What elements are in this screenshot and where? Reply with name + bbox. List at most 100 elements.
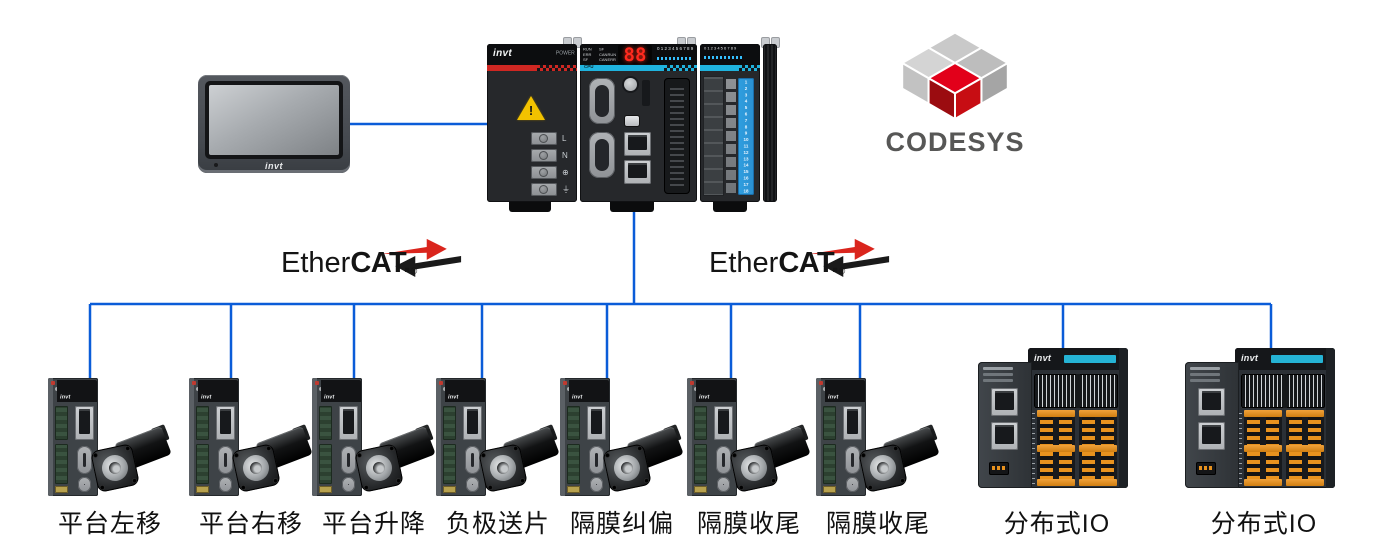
io-brand-logo: invt — [1241, 353, 1259, 363]
cpu-module-header: RUN ERR SF SF CANRUN CANERR 88 0 1 2 3 4… — [580, 44, 697, 65]
cpu-status-labels-right: SF CANRUN CANERR — [599, 47, 617, 63]
io-ethercat-port-in — [991, 388, 1018, 416]
io-coupler — [1185, 362, 1239, 488]
drive-terminal-block — [567, 406, 580, 440]
drive-edge — [436, 378, 441, 496]
motor-flange — [478, 443, 528, 493]
servo-axis-group: invt 负极送片 — [432, 374, 564, 540]
motor-boss — [99, 452, 131, 484]
drive-brand-logo: invt — [572, 393, 583, 400]
drive-brand-logo: invt — [448, 393, 459, 400]
drive-io-connector — [717, 477, 730, 492]
motor-flange — [231, 443, 281, 493]
drive-brand-logo: invt — [828, 393, 839, 400]
io-power-connector — [989, 462, 1009, 475]
warning-triangle-icon: ! — [517, 96, 545, 120]
drive-top-cap: invt — [569, 380, 609, 402]
hmi-bezel — [205, 81, 343, 159]
io-led-row — [704, 56, 744, 59]
drive-top-cap: invt — [57, 380, 97, 402]
distributed-io-module: invt 分布式IO — [1185, 348, 1343, 540]
power-red-stripe — [487, 65, 577, 71]
power-label: POWER — [556, 50, 575, 57]
io-cyan-stripe — [700, 65, 760, 71]
drive-terminal-block — [55, 406, 68, 440]
servo-drive: invt — [48, 378, 98, 496]
ethercat-bus-line — [88, 122, 1273, 380]
plc-controller: invt POWER ! L N ⊕ ⏚ RUN ERR SF SF CANRU… — [487, 37, 780, 212]
ethercat-registered-mark: ® — [410, 266, 418, 276]
ethernet-port — [624, 132, 651, 156]
codesys-wordmark: CODESYS — [885, 127, 1025, 157]
power-terminal — [531, 132, 557, 145]
io-screw-column — [726, 76, 736, 196]
terminal-label-pe: ⊕ — [562, 168, 569, 177]
cpu-stripe-label: CPU — [584, 64, 594, 70]
dsub-connector — [589, 78, 615, 124]
io-terminal-column — [703, 76, 724, 196]
servo-motor — [231, 426, 315, 494]
drive-brand-logo: invt — [60, 393, 71, 400]
plc-brand-logo: invt — [493, 48, 512, 59]
drive-ethercat-ports — [216, 406, 235, 440]
power-terminal — [531, 183, 557, 196]
drive-encoder-connector — [218, 446, 233, 474]
io-led-grid — [1241, 374, 1325, 408]
ethercat-prefix: Ether — [709, 247, 779, 279]
drive-encoder-connector — [465, 446, 480, 474]
codesys-cube-icon — [901, 31, 1009, 121]
mfk-dial — [624, 78, 637, 91]
servo-motor — [478, 426, 562, 494]
drive-edge — [816, 378, 821, 496]
servo-motor — [90, 426, 174, 494]
motor-shaft — [746, 460, 762, 476]
mounting-tab — [509, 202, 551, 212]
drive-brand-logo: invt — [324, 393, 335, 400]
sd-card-slot — [642, 80, 650, 106]
device-label: 平台升降 — [321, 510, 426, 538]
motor-flange — [858, 443, 908, 493]
ethercat-prefix: Ether — [281, 247, 351, 279]
ethercat-suffix: CAT — [350, 247, 404, 279]
servo-motor — [729, 426, 813, 494]
ethercat-registered-mark: ® — [838, 266, 846, 276]
drive-top-cap: invt — [696, 380, 736, 402]
drive-encoder-connector — [77, 446, 92, 474]
drive-edge — [312, 378, 317, 496]
mounting-tab — [713, 202, 747, 212]
drive-bottom-connector — [196, 486, 209, 493]
drive-terminal-block — [319, 406, 332, 440]
drive-top-cap: invt — [198, 380, 238, 402]
drive-bottom-connector — [823, 486, 836, 493]
io-digit-row: 0 1 2 3 4 5 6 7 8 9 — [704, 46, 737, 51]
drive-bottom-connector — [694, 486, 707, 493]
servo-axis-group: invt 隔膜收尾 — [812, 374, 944, 540]
codesys-logo: CODESYS — [865, 30, 1045, 158]
io-terminal-group — [1037, 410, 1075, 486]
motor-boss — [738, 452, 770, 484]
motor-shaft — [495, 460, 511, 476]
drive-ethercat-ports — [587, 406, 606, 440]
drive-bottom-connector — [319, 486, 332, 493]
servo-drive: invt — [560, 378, 610, 496]
servo-drive: invt — [436, 378, 486, 496]
io-header: invt — [1028, 348, 1119, 370]
io-numbered-terminals: 1 2 3 4 5 6 7 8 9 10 11 12 13 14 15 16 1… — [738, 78, 754, 195]
drive-terminal-block — [823, 444, 836, 484]
drive-io-connector — [342, 477, 355, 492]
device-label: 隔膜收尾 — [825, 510, 930, 538]
drive-encoder-connector — [341, 446, 356, 474]
motor-boss — [867, 452, 899, 484]
distributed-io-module: invt 分布式IO — [978, 348, 1136, 540]
din-clip — [573, 37, 582, 48]
dsub-connector — [589, 132, 615, 178]
ethercat-logo-left: EtherCAT.® — [281, 238, 491, 289]
hmi-power-led — [214, 163, 218, 167]
warning-triangle-shape — [517, 96, 545, 120]
device-label: 负极送片 — [445, 510, 550, 538]
stripe-checker — [536, 65, 577, 71]
motor-flange — [90, 443, 140, 493]
drive-ethercat-ports — [843, 406, 862, 440]
drive-top-cap: invt — [321, 380, 361, 402]
